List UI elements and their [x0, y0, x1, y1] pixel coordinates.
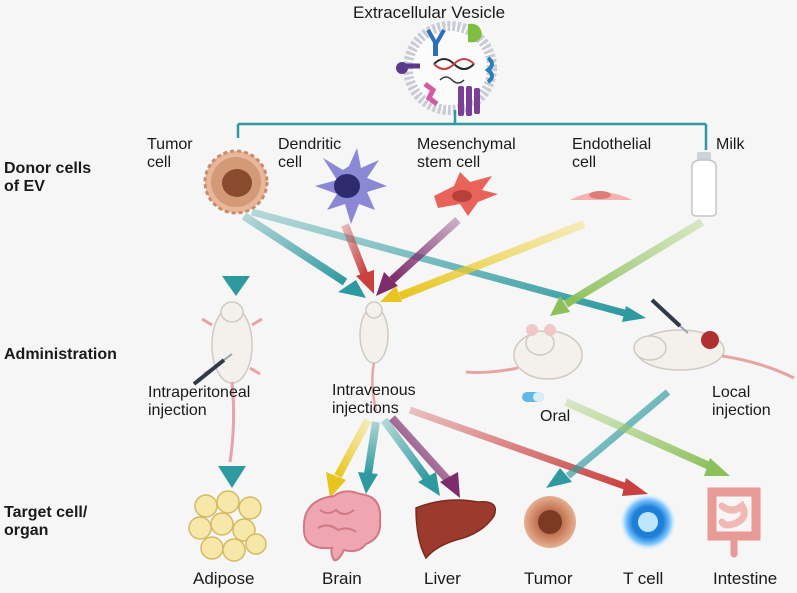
t-cell-icon [620, 494, 676, 550]
target-label-t-cell: T cell [623, 569, 664, 588]
endothelial-cell-icon [570, 191, 632, 200]
donor-label-msc: Mesenchymal stem cell [417, 136, 516, 172]
vesicle-title: Extracellular Vesicle [353, 3, 506, 22]
intestine-icon [707, 487, 761, 558]
pill-icon [522, 392, 544, 402]
route-label-ip: Intraperitoneal injection [148, 384, 251, 420]
tumor-target-icon [524, 496, 576, 548]
oral-mouse-icon [465, 324, 583, 380]
mesenchymal-stem-cell-icon [434, 172, 498, 216]
target-label-intestine: Intestine [713, 569, 778, 588]
donor-label-dendritic: Dendritic cell [278, 136, 342, 172]
target-label-tumor: Tumor [524, 569, 573, 588]
row-label-target: Target cell/ organ [4, 504, 88, 540]
row-label-administration: Administration [4, 346, 117, 363]
donor-arrows [222, 208, 705, 322]
local-mouse-icon [633, 298, 795, 380]
dendritic-cell-icon [315, 148, 387, 224]
brain-icon [302, 490, 382, 562]
extracellular-vesicle-icon [396, 21, 497, 116]
donor-label-tumor: Tumor cell [147, 136, 193, 172]
route-label-local: Local injection [712, 384, 771, 420]
tumor-cell-icon [203, 149, 269, 215]
target-label-adipose: Adipose [193, 569, 255, 588]
adipose-icon [188, 490, 267, 562]
donor-label-milk: Milk [716, 136, 745, 153]
liver-icon [415, 499, 496, 560]
iv-mouse-icon [359, 301, 389, 412]
target-arrows [218, 389, 730, 498]
donor-bracket [236, 110, 708, 150]
ip-mouse-icon [192, 301, 263, 463]
donor-label-endothelial: Endothelial cell [572, 136, 652, 172]
milk-bottle-icon [691, 152, 717, 217]
row-label-donor: Donor cells of EV [4, 160, 92, 196]
route-label-oral: Oral [540, 408, 571, 425]
target-label-brain: Brain [322, 569, 362, 588]
target-label-liver: Liver [424, 569, 461, 588]
route-label-iv: Intravenous injections [332, 382, 416, 418]
